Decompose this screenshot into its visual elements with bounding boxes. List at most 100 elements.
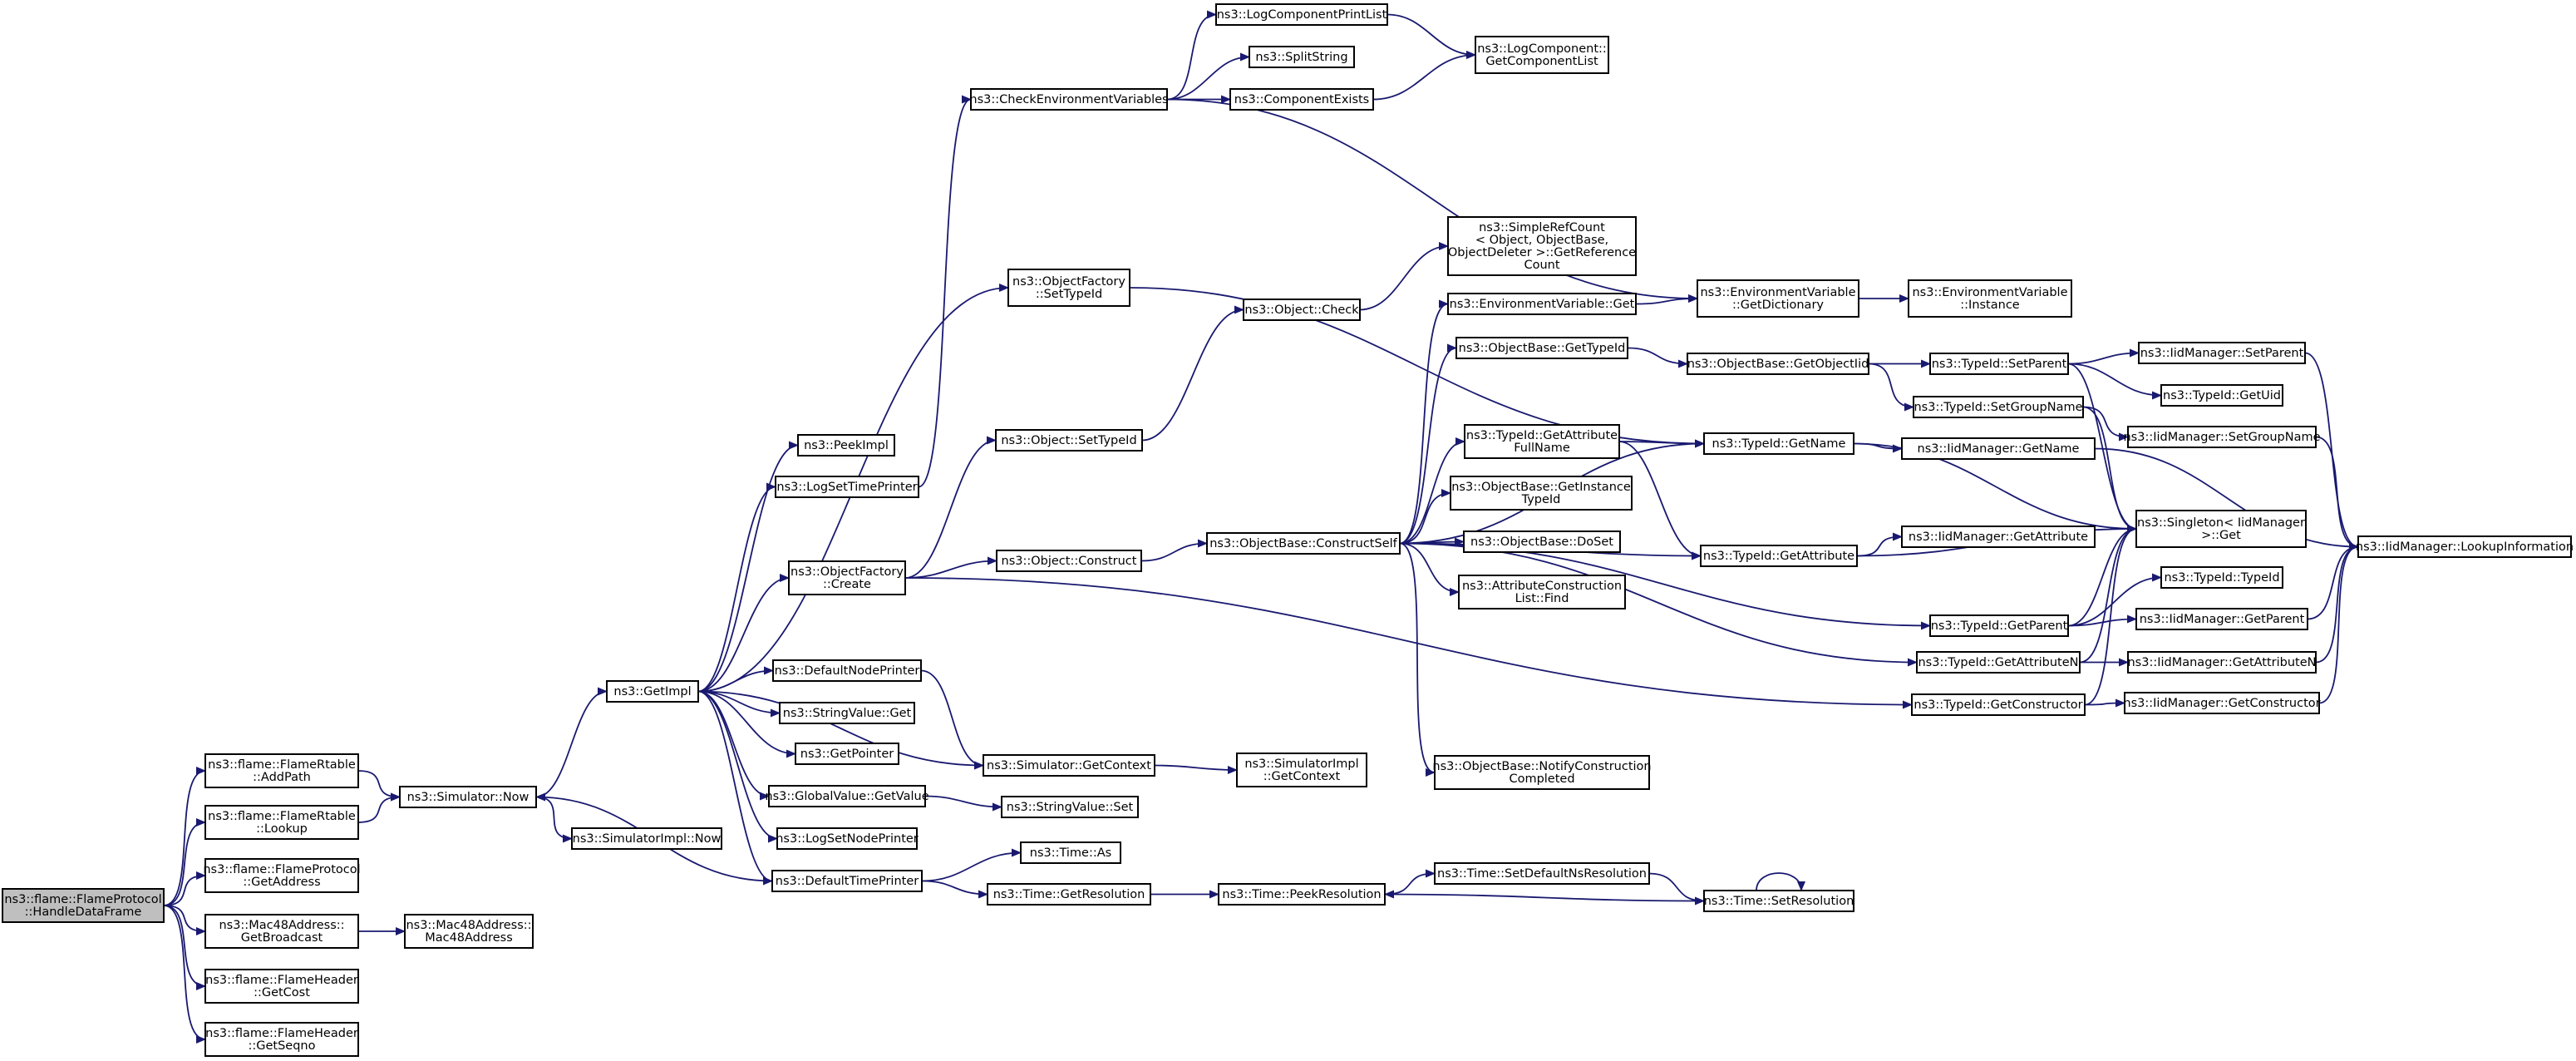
node-typeid_getattributen[interactable]: ns3::TypeId::GetAttributeN xyxy=(1916,651,2081,674)
edge-getimpl-to-peekimpl xyxy=(697,441,799,693)
node-time_as[interactable]: ns3::Time::As xyxy=(1020,841,1121,864)
edge-time_setresolution-to-time_setresolution xyxy=(1756,872,1805,891)
node-typeid_typeid[interactable]: ns3::TypeId::TypeId xyxy=(2160,566,2283,589)
edge-getimpl-to-objectfactory_create xyxy=(697,574,790,693)
node-typeid_getparent[interactable]: ns3::TypeId::GetParent xyxy=(1929,614,2069,637)
edge-objectfactory_create-to-typeid_getconstructor xyxy=(904,577,1913,709)
edge-objectbase_constructself-to-objectbase_getinstancetypeid xyxy=(1399,489,1451,545)
node-objectfactory_settypeid[interactable]: ns3::ObjectFactory::SetTypeId xyxy=(1007,269,1130,307)
node-iidmanager_getattribute[interactable]: ns3::IidManager::GetAttribute xyxy=(1901,526,2096,548)
node-typeid_getuid[interactable]: ns3::TypeId::GetUid xyxy=(2160,384,2283,407)
node-getpointer[interactable]: ns3::GetPointer xyxy=(795,743,899,765)
node-typeid_setgroupname[interactable]: ns3::TypeId::SetGroupName xyxy=(1913,396,2084,418)
node-box-logsettimeprinter xyxy=(775,476,919,498)
node-globalvalue_getvalue[interactable]: ns3::GlobalValue::GetValue xyxy=(765,785,929,807)
edge-typeid_setgroupname-to-singleton_iidmanager_get xyxy=(2082,406,2137,533)
node-time_setdefaultnsresolution[interactable]: ns3::Time::SetDefaultNsResolution xyxy=(1434,862,1650,885)
node-logsettimeprinter[interactable]: ns3::LogSetTimePrinter xyxy=(775,476,919,498)
node-simulatorimpl_now[interactable]: ns3::SimulatorImpl::Now xyxy=(571,827,722,850)
node-box-iidmanager_getparent xyxy=(2135,608,2308,630)
node-typeid_setparent[interactable]: ns3::TypeId::SetParent xyxy=(1929,353,2069,375)
node-time_getresolution[interactable]: ns3::Time::GetResolution xyxy=(987,883,1151,906)
edge-typeid_setgroupname-to-iidmanager_setgroupname xyxy=(2082,406,2129,442)
node-iidmanager_lookupinformation[interactable]: ns3::IidManager::LookupInformation xyxy=(2356,535,2574,558)
node-iidmanager_getname[interactable]: ns3::IidManager::GetName xyxy=(1901,437,2096,460)
node-flamertable_addpath[interactable]: ns3::flame::FlameRtable::AddPath xyxy=(204,753,359,788)
node-iidmanager_setgroupname[interactable]: ns3::IidManager::SetGroupName xyxy=(2123,426,2321,448)
node-objectbase_constructself[interactable]: ns3::ObjectBase::ConstructSelf xyxy=(1206,532,1401,555)
node-peekimpl[interactable]: ns3::PeekImpl xyxy=(797,434,895,456)
node-defaulttimeprinter[interactable]: ns3::DefaultTimePrinter xyxy=(771,870,923,892)
node-handle_data_frame[interactable]: ns3::flame::FlameProtocol::HandleDataFra… xyxy=(2,888,165,923)
edge-globalvalue_getvalue-to-stringvalue_set xyxy=(924,795,1002,812)
node-typeid_getconstructor[interactable]: ns3::TypeId::GetConstructor xyxy=(1911,693,2086,716)
node-label-iidmanager_getparent-0: ns3::IidManager::GetParent xyxy=(2140,613,2305,626)
node-object_settypeid[interactable]: ns3::Object::SetTypeId xyxy=(995,429,1143,452)
node-stringvalue_get[interactable]: ns3::StringValue::Get xyxy=(779,702,915,724)
node-defaultnodeprinter[interactable]: ns3::DefaultNodePrinter xyxy=(772,659,922,682)
edge-defaulttimeprinter-to-time_as xyxy=(921,848,1022,882)
node-flameheader_getseqno[interactable]: ns3::flame::FlameHeader::GetSeqno xyxy=(204,1022,359,1057)
node-splitstring[interactable]: ns3::SplitString xyxy=(1249,46,1355,68)
node-singleton_iidmanager_get[interactable]: ns3::Singleton< IidManager>::Get xyxy=(2135,510,2307,548)
node-mac48_getbroadcast[interactable]: ns3::Mac48Address::GetBroadcast xyxy=(204,914,359,949)
node-objectbase_doset[interactable]: ns3::ObjectBase::DoSet xyxy=(1463,530,1621,553)
node-environmentvariable_instance[interactable]: ns3::EnvironmentVariable::Instance xyxy=(1908,279,2072,318)
node-objectfactory_create[interactable]: ns3::ObjectFactory::Create xyxy=(788,560,906,595)
node-label-objectbase_notifyconstructioncompleted-0: ns3::ObjectBase::NotifyConstruction xyxy=(1432,760,1651,773)
node-componentexists[interactable]: ns3::ComponentExists xyxy=(1229,88,1374,111)
node-label-iidmanager_getname-0: ns3::IidManager::GetName xyxy=(1918,442,2080,456)
node-flamertable_lookup[interactable]: ns3::flame::FlameRtable::Lookup xyxy=(204,805,359,840)
node-mac48_mac48address[interactable]: ns3::Mac48Address::Mac48Address xyxy=(404,914,534,949)
node-iidmanager_getattributen[interactable]: ns3::IidManager::GetAttributeN xyxy=(2127,651,2317,674)
node-iidmanager_getparent[interactable]: ns3::IidManager::GetParent xyxy=(2135,608,2308,630)
node-logcomponent_getcomponentlist[interactable]: ns3::LogComponent::GetComponentList xyxy=(1475,36,1609,74)
node-box-handle_data_frame xyxy=(2,888,165,923)
node-object_construct[interactable]: ns3::Object::Construct xyxy=(996,550,1142,572)
node-label-time_peekresolution-0: ns3::Time::PeekResolution xyxy=(1222,888,1381,901)
node-environmentvariable_getdictionary[interactable]: ns3::EnvironmentVariable::GetDictionary xyxy=(1697,279,1859,318)
node-box-flameheader_getseqno xyxy=(204,1022,359,1057)
node-typeid_getattribute[interactable]: ns3::TypeId::GetAttribute xyxy=(1700,545,1858,567)
node-simulatorimpl_getcontext[interactable]: ns3::SimulatorImpl::GetContext xyxy=(1236,753,1367,787)
node-label-flameheader_getseqno-1: ::GetSeqno xyxy=(248,1039,315,1053)
node-environmentvariable_get[interactable]: ns3::EnvironmentVariable::Get xyxy=(1447,293,1637,315)
node-label-checkenvironmentvariables-0: ns3::CheckEnvironmentVariables xyxy=(969,93,1168,106)
node-box-objectbase_constructself xyxy=(1206,532,1401,555)
node-label-iidmanager_setgroupname-0: ns3::IidManager::SetGroupName xyxy=(2123,431,2320,444)
node-flameprotocol_getaddress[interactable]: ns3::flame::FlameProtocol::GetAddress xyxy=(203,858,361,893)
node-label-stringvalue_set-0: ns3::StringValue::Set xyxy=(1007,801,1134,814)
node-object_check[interactable]: ns3::Object::Check xyxy=(1243,299,1361,321)
node-box-objectbase_gettypeid xyxy=(1455,337,1628,359)
node-label-logsettimeprinter-0: ns3::LogSetTimePrinter xyxy=(776,481,917,494)
node-label-object_check-0: ns3::Object::Check xyxy=(1244,303,1359,317)
node-objectbase_getobjectiid[interactable]: ns3::ObjectBase::GetObjectIid xyxy=(1687,353,1869,375)
node-simplerefcount_getreferencecount[interactable]: ns3::SimpleRefCount< Object, ObjectBase,… xyxy=(1447,216,1637,276)
node-box-typeid_getname xyxy=(1703,432,1854,455)
node-box-iidmanager_setparent xyxy=(2138,342,2306,364)
node-getimpl[interactable]: ns3::GetImpl xyxy=(606,680,699,703)
edge-typeid_getattributefullname-to-typeid_getname xyxy=(1618,439,1705,448)
node-checkenvironmentvariables[interactable]: ns3::CheckEnvironmentVariables xyxy=(969,88,1169,111)
node-stringvalue_set[interactable]: ns3::StringValue::Set xyxy=(1001,796,1139,818)
node-logsetnodeprinter[interactable]: ns3::LogSetNodePrinter xyxy=(776,827,919,850)
node-time_peekresolution[interactable]: ns3::Time::PeekResolution xyxy=(1218,883,1386,906)
edge-componentexists-to-logcomponent_getcomponentlist xyxy=(1372,51,1476,101)
node-simulator_getcontext[interactable]: ns3::Simulator::GetContext xyxy=(983,754,1155,777)
node-label-simplerefcount_getreferencecount-2: ObjectDeleter >::GetReference xyxy=(1448,246,1636,259)
node-label-mac48_getbroadcast-0: ns3::Mac48Address:: xyxy=(219,919,344,932)
node-label-getpointer-0: ns3::GetPointer xyxy=(800,748,894,761)
node-objectbase_notifyconstructioncompleted[interactable]: ns3::ObjectBase::NotifyConstructionCompl… xyxy=(1432,755,1652,790)
node-typeid_getname[interactable]: ns3::TypeId::GetName xyxy=(1703,432,1854,455)
node-time_setresolution[interactable]: ns3::Time::SetResolution xyxy=(1703,890,1854,912)
node-simulator_now[interactable]: ns3::Simulator::Now xyxy=(399,786,537,808)
node-logcomponentprintlist[interactable]: ns3::LogComponentPrintList xyxy=(1215,3,1388,26)
node-objectbase_gettypeid[interactable]: ns3::ObjectBase::GetTypeId xyxy=(1455,337,1628,359)
node-iidmanager_setparent[interactable]: ns3::IidManager::SetParent xyxy=(2138,342,2306,364)
node-flameheader_getcost[interactable]: ns3::flame::FlameHeader::GetCost xyxy=(204,969,359,1004)
node-iidmanager_getconstructor[interactable]: ns3::IidManager::GetConstructor xyxy=(2123,692,2321,714)
nodes-layer: ns3::flame::FlameProtocol::HandleDataFra… xyxy=(2,3,2574,1057)
